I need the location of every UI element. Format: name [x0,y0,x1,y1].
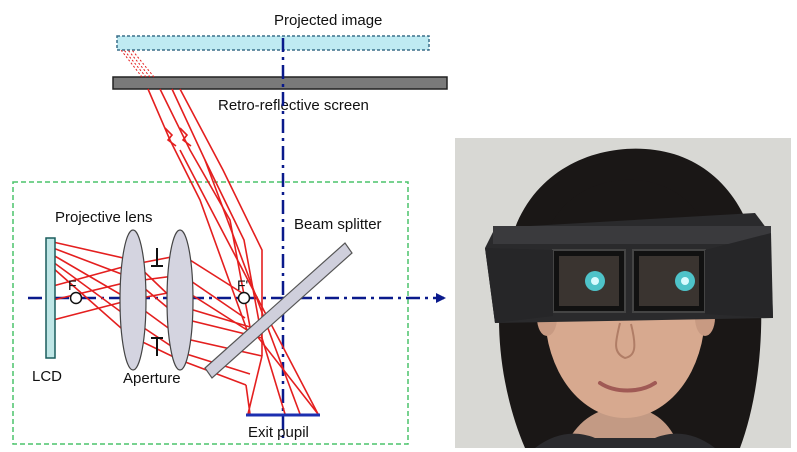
projected-image-bar [116,35,430,51]
virtual-rays [120,49,155,78]
lcd-label: LCD [32,368,62,385]
hmpd-wearer-photo [455,138,791,448]
aperture-label: Aperture [123,370,181,387]
retro-reflective-screen-label: Retro-reflective screen [218,97,369,114]
focal-point-right [237,291,251,305]
beam-splitter [204,242,353,379]
aperture-stop [151,248,163,356]
retro-reflective-screen [112,76,448,90]
beam-splitter-label: Beam splitter [294,216,382,233]
focal-point-left-label: F [68,277,77,293]
focal-point-right-label: F' [237,277,248,293]
exit-pupil-label: Exit pupil [248,424,309,441]
projective-lens-label: Projective lens [55,209,153,226]
projected-image-label: Projected image [274,12,382,29]
focal-point-left [69,291,83,305]
lcd-panel [45,237,56,359]
person-wearing-head-mounted-projector-icon [455,138,791,448]
projective-lens-1 [119,229,147,371]
projective-lens-2 [166,229,194,371]
